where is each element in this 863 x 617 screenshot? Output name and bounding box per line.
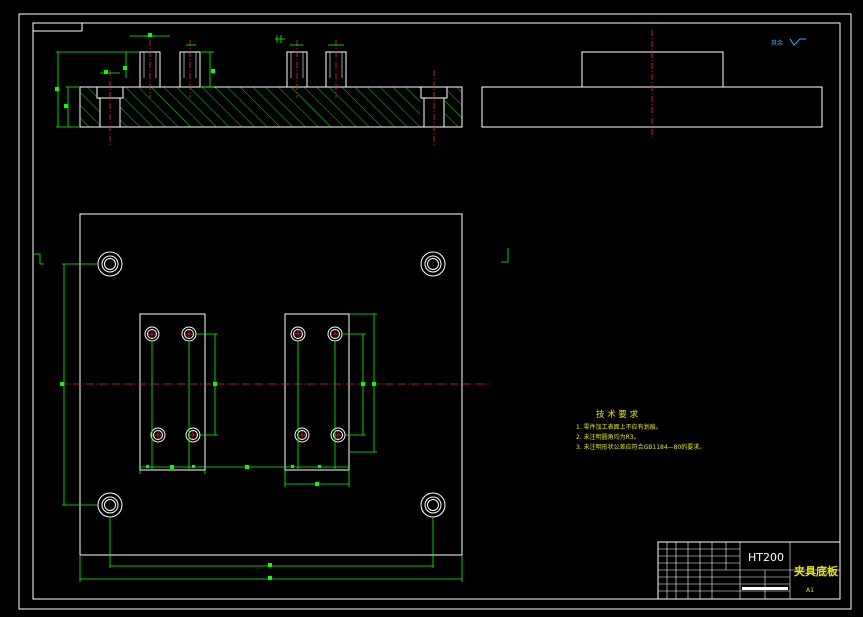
material-text: HT200 [748,551,784,564]
section-hatch-right [445,87,462,127]
roughness-symbol [789,38,806,46]
tech-requirements: 技 术 要 求 1. 零件加工表面上不应有划痕。 2. 未注明圆角均为R3。 3… [576,409,705,451]
side-view-boss [581,51,724,88]
plan-plate [79,213,463,556]
section-mark-right [501,248,509,263]
corner-hole-tr [420,251,446,277]
section-label-mark [275,35,285,43]
section-dim-marks [55,33,215,108]
roughness-note: 其余 [771,38,806,47]
section-mark-left [33,253,44,265]
boss-right [284,313,350,471]
plan-view [33,213,509,582]
corner-hole-tl [97,251,123,277]
title-block-fill [742,587,788,590]
section-hatch-main [120,87,420,127]
section-centerlines [109,40,435,145]
boss-holes [144,326,346,443]
tech-requirement-1: 1. 零件加工表面上不应有划痕。 [576,423,662,431]
front-section-view [55,33,463,145]
base-plate-outline [79,86,463,128]
title-block: HT200 夹具底板 A1 [657,541,841,600]
corner-hole-bl [97,492,123,518]
title-block-frame [657,541,841,600]
outer-frame [18,13,852,610]
boss-left [139,313,206,471]
plan-dim-marks [60,382,376,580]
side-view [481,30,823,140]
inner-frame [32,22,841,600]
title-block-grid [658,542,840,599]
roughness-note-text: 其余 [771,39,783,47]
hole-center-marks [148,330,342,439]
corner-hole-br [420,492,446,518]
plan-dimensions [62,263,463,582]
tapped-hole-1 [139,51,161,88]
sheet-size-text: A1 [806,587,814,594]
tech-requirement-3: 3. 未注明形状公差应符合GB1184—80的要求。 [576,443,705,451]
tech-requirements-title: 技 术 要 求 [596,409,639,420]
section-hatch [80,87,100,127]
tech-requirement-2: 2. 未注明圆角均为R3。 [576,433,640,441]
part-name-text: 夹具底板 [794,564,839,578]
